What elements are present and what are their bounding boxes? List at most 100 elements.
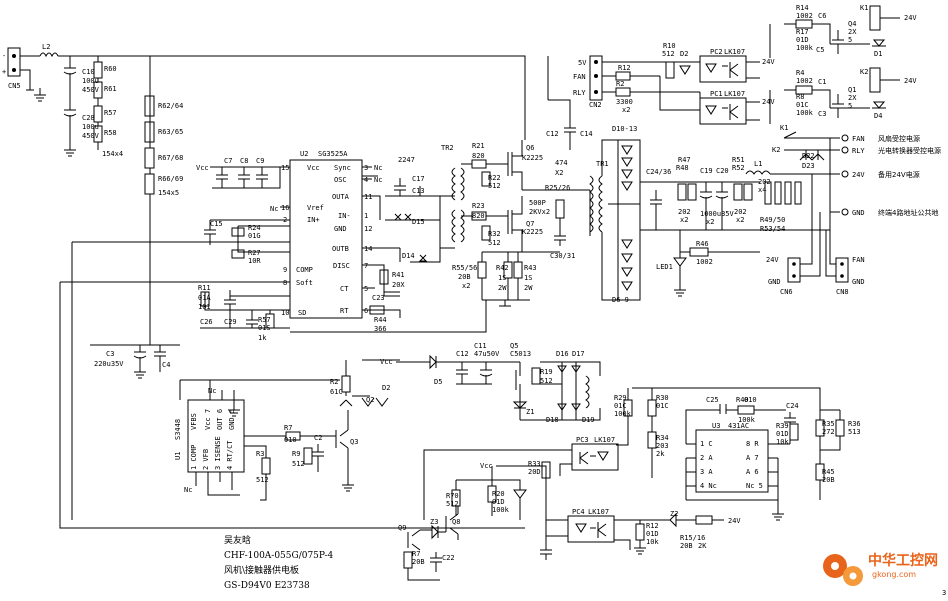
svg-text:A 7: A 7 (746, 454, 759, 462)
svg-text:20B: 20B (412, 558, 425, 566)
svg-text:512: 512 (488, 239, 501, 247)
fan-desc: 风扇受控电源 (878, 134, 920, 143)
gate-drive: TR2 R21 820 R22 512 R23 820 R32 512 Q6 K… (290, 56, 603, 333)
svg-text:R19: R19 (540, 368, 553, 376)
svg-text:R63/65: R63/65 (158, 128, 183, 136)
svg-text:C22: C22 (442, 554, 455, 562)
svg-text:01D: 01D (796, 36, 809, 44)
minus-label: - (2, 52, 6, 60)
svg-text:R35: R35 (822, 420, 835, 428)
svg-text:R3: R3 (256, 450, 264, 458)
svg-text:R11: R11 (198, 284, 211, 292)
svg-text:OUT 6: OUT 6 (216, 409, 224, 430)
svg-text:6: 6 (364, 307, 368, 315)
svg-text:Q6: Q6 (526, 144, 534, 152)
svg-text:24V: 24V (728, 517, 741, 525)
board-description: 风机\接触器供电板 (224, 564, 299, 576)
svg-text:R43: R43 (524, 264, 537, 272)
svg-text:10: 10 (281, 309, 289, 317)
svg-text:K2: K2 (860, 68, 868, 76)
svg-text:DISC: DISC (333, 262, 350, 270)
svg-text:4 RT/CT: 4 RT/CT (226, 440, 234, 470)
svg-text:2X: 2X (848, 94, 857, 102)
svg-text:Nc 5: Nc 5 (746, 482, 763, 490)
model-number: CHF-100A-055G/075P-4 (224, 551, 334, 561)
svg-text:Nc: Nc (270, 205, 278, 213)
svg-text:FAN: FAN (852, 256, 865, 264)
l2-inductor (39, 52, 59, 58)
svg-text:20D: 20D (528, 468, 541, 476)
svg-text:C25: C25 (706, 396, 719, 404)
svg-text:01C: 01C (656, 402, 669, 410)
svg-text:01S: 01S (258, 324, 271, 332)
svg-text:PC3: PC3 (576, 436, 589, 444)
svg-text:x2: x2 (622, 106, 630, 114)
svg-text:512: 512 (292, 460, 305, 468)
svg-text:512: 512 (662, 50, 675, 58)
title-block: 吴友晗 CHF-100A-055G/075P-4 风机\接触器供电板 GS-D9… (224, 534, 334, 591)
svg-text:1002: 1002 (796, 77, 813, 85)
svg-text:R70: R70 (446, 492, 459, 500)
svg-text:R45: R45 (822, 468, 835, 476)
svg-text:K2225: K2225 (522, 154, 543, 162)
svg-text:512: 512 (256, 476, 269, 484)
output-labels: FAN RLY 24V GND 风扇受控电源 光电转换器受控电源 备用24V电源… (766, 124, 941, 296)
svg-text:R42: R42 (496, 264, 509, 272)
svg-text:100u: 100u (82, 123, 99, 131)
svg-text:D5: D5 (434, 378, 442, 386)
svg-text:LK107: LK107 (724, 48, 745, 56)
bottom-section: Vcc R33 20D R70 512 R20 01D 100k Q8 Q9 Z… (398, 460, 741, 581)
svg-text:C17: C17 (412, 175, 425, 183)
svg-text:Nc: Nc (184, 486, 192, 494)
svg-text:C23: C23 (372, 294, 385, 302)
svg-text:R10: R10 (663, 42, 676, 50)
svg-text:K1: K1 (780, 124, 788, 132)
svg-text:202: 202 (734, 208, 747, 216)
svg-text:R67/68: R67/68 (158, 154, 183, 162)
svg-text:100k: 100k (738, 416, 756, 424)
svg-text:GND: GND (768, 278, 781, 286)
svg-text:Q2: Q2 (366, 396, 374, 404)
svg-text:500P: 500P (529, 199, 546, 207)
svg-text:202: 202 (758, 178, 771, 186)
svg-text:24V: 24V (904, 77, 917, 85)
svg-text:Q7: Q7 (526, 220, 534, 228)
svg-text:C24/36: C24/36 (646, 168, 671, 176)
cn5-label: CN5 (8, 82, 21, 90)
svg-text:R15/16: R15/16 (680, 534, 705, 542)
svg-text:01C: 01C (796, 101, 809, 109)
vcc-section: Vcc D5 C12 C11 47u50V Q5 C5013 R19 512 Z… (380, 342, 601, 424)
svg-text:Q8: Q8 (452, 518, 460, 526)
svg-text:Vcc: Vcc (307, 164, 320, 172)
svg-text:VFBS: VFBS (190, 413, 198, 430)
svg-text:20B: 20B (822, 476, 835, 484)
svg-text:R9: R9 (292, 450, 300, 458)
svg-text:x2: x2 (706, 218, 714, 226)
svg-text:C13: C13 (412, 187, 425, 195)
svg-text:RT: RT (340, 307, 349, 315)
svg-text:100k: 100k (492, 506, 510, 514)
svg-text:K1: K1 (860, 4, 868, 12)
svg-text:x2: x2 (680, 216, 688, 224)
svg-text:R66/69: R66/69 (158, 175, 183, 183)
svg-text:K2: K2 (772, 146, 780, 154)
svg-text:9: 9 (283, 266, 287, 274)
svg-text:PC4: PC4 (572, 508, 585, 516)
corner-mark: 3 (942, 589, 946, 597)
svg-text:R27: R27 (248, 249, 261, 257)
svg-text:8 R: 8 R (746, 440, 759, 448)
svg-text:16: 16 (281, 204, 289, 212)
svg-text:01G: 01G (248, 232, 261, 240)
svg-text:C12: C12 (546, 130, 559, 138)
svg-text:D16: D16 (556, 350, 569, 358)
svg-text:Vref: Vref (307, 204, 324, 212)
svg-text:R62/64: R62/64 (158, 102, 183, 110)
svg-text:450V: 450V (82, 132, 100, 140)
svg-text:R2: R2 (330, 378, 338, 386)
svg-text:1002: 1002 (796, 12, 813, 20)
svg-text:R51: R51 (732, 156, 745, 164)
svg-text:R14: R14 (796, 4, 809, 12)
svg-text:01A: 01A (198, 294, 211, 302)
svg-text:X2: X2 (555, 169, 563, 177)
